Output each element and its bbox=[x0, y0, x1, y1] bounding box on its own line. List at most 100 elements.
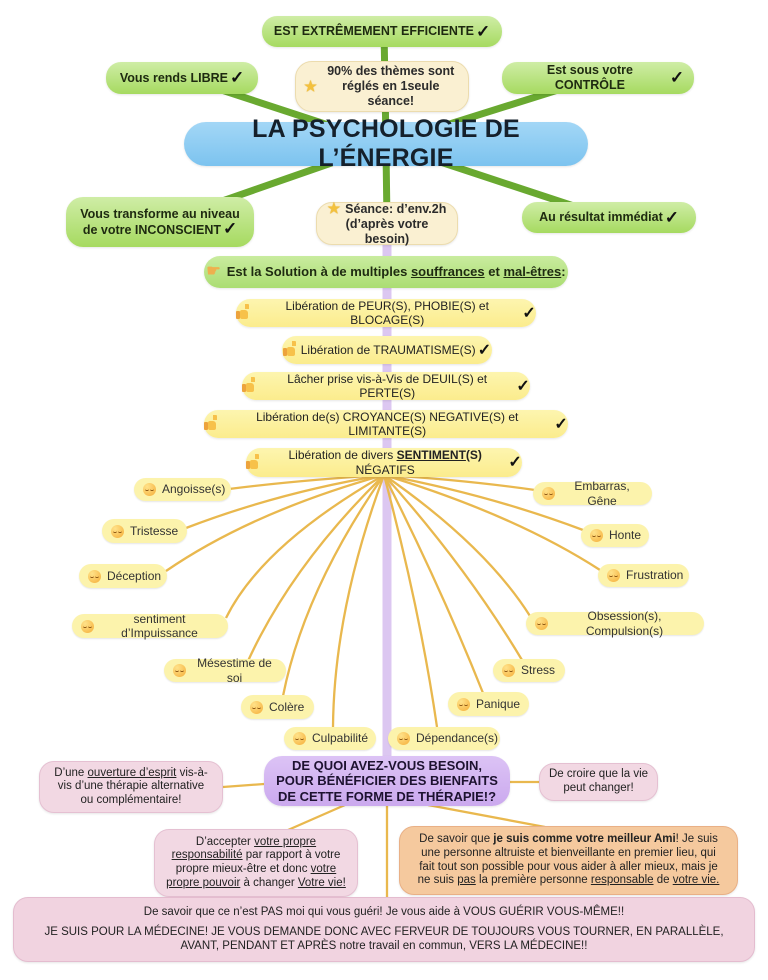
emotion-bubble: Panique bbox=[448, 692, 529, 716]
star-icon: ★ bbox=[327, 200, 341, 217]
note-seance-line1: ★Séance: d’env.2h bbox=[327, 200, 447, 217]
sad-face-icon bbox=[173, 664, 186, 677]
emotion-bubble: Déception bbox=[79, 564, 167, 588]
branch-inconscient: Vous transforme au niveau de votre INCON… bbox=[66, 197, 254, 247]
pointing-hand-icon: ☛ bbox=[206, 263, 221, 280]
emotion-label: Angoisse(s) bbox=[162, 482, 226, 497]
emotion-label: Honte bbox=[609, 528, 642, 543]
medicine-disclaimer-p1: De savoir que ce n’est PAS moi qui vous … bbox=[143, 905, 625, 918]
check-icon: ✓ bbox=[508, 453, 522, 472]
benefit-bubble-croyance: Libération de(s) CROYANCE(S) NEGATIVE(S)… bbox=[204, 410, 568, 438]
emotion-label: Obsession(s), Compulsion(s) bbox=[585, 609, 664, 638]
emotion-bubble: Mésestime de soi bbox=[164, 656, 286, 685]
sad-face-icon bbox=[590, 529, 603, 542]
check-icon: ✓ bbox=[522, 303, 536, 322]
benefit-label: Libération de TRAUMATISME(S) bbox=[300, 342, 476, 357]
check-icon: ✓ bbox=[669, 68, 684, 88]
note-seance: ★Séance: d’env.2h (d’après votre besoin) bbox=[316, 200, 458, 246]
medicine-disclaimer: De savoir que ce n’est PAS moi qui vous … bbox=[13, 897, 755, 962]
emotion-label: Stress bbox=[521, 663, 556, 678]
emotion-bubble: Angoisse(s) bbox=[134, 478, 231, 501]
check-icon: ✓ bbox=[223, 218, 238, 238]
emotion-label: Déception bbox=[107, 568, 162, 583]
emotion-label: Mésestime de soi bbox=[197, 656, 272, 685]
need-open-mind: D’une ouverture d’esprit vis-à-vis d’une… bbox=[39, 761, 223, 813]
sad-face-icon bbox=[457, 697, 470, 711]
emotion-label: Tristesse bbox=[130, 523, 179, 538]
emotion-label: Panique bbox=[476, 696, 521, 711]
emotion-label: Frustration bbox=[626, 568, 684, 583]
emotion-label: Embarras, Gêne bbox=[574, 479, 630, 508]
sad-face-icon bbox=[542, 487, 555, 500]
need-best-friend: De savoir que je suis comme votre meille… bbox=[399, 826, 738, 895]
sad-face-icon bbox=[143, 483, 156, 496]
thumbs-up-icon bbox=[246, 457, 258, 469]
needs-question-label: DE QUOI AVEZ-VOUS BESOIN, POUR BÉNÉFICIE… bbox=[276, 758, 498, 804]
branch-libre-label: Vous rends LIBRE bbox=[119, 70, 228, 85]
benefit-bubble-sentiments: Libération de divers SENTIMENT(S) NÉGATI… bbox=[246, 448, 522, 477]
emotion-label: Culpabilité bbox=[312, 731, 369, 746]
need-open-mind-label: D’une ouverture d’esprit vis-à-vis d’une… bbox=[54, 766, 208, 806]
benefit-label: Lâcher prise vis-à-Vis de DEUIL(S) et PE… bbox=[287, 371, 488, 400]
benefit-label: Libération de PEUR(S), PHOBIE(S) et BLOC… bbox=[285, 298, 489, 327]
sad-face-icon bbox=[502, 664, 515, 677]
branch-libre: Vous rends LIBRE✓ bbox=[106, 62, 258, 94]
need-responsibility-label: D’accepter votre propre responsabilité p… bbox=[166, 835, 346, 889]
emotion-bubble: Stress bbox=[493, 659, 565, 682]
branch-controle-label: Est sous votre CONTRÔLE bbox=[546, 63, 633, 92]
sad-face-icon bbox=[111, 524, 124, 538]
check-icon: ✓ bbox=[664, 207, 679, 227]
thumbs-up-icon bbox=[204, 418, 216, 430]
emotion-bubble: Frustration bbox=[598, 564, 689, 587]
emotion-label: Colère bbox=[269, 699, 305, 714]
check-icon: ✓ bbox=[554, 414, 568, 433]
check-icon: ✓ bbox=[516, 376, 530, 395]
check-icon: ✓ bbox=[477, 340, 492, 359]
root-title: LA PSYCHOLOGIE DE L’ÉNERGIE bbox=[252, 114, 520, 173]
emotion-label: sentiment d’Impuissance bbox=[121, 611, 198, 640]
thumbs-up-icon bbox=[236, 307, 248, 319]
branch-resultat-label: Au résultat immédiat bbox=[539, 210, 663, 225]
note-stats-label: 90% des thèmes sont réglés en 1seule séa… bbox=[327, 64, 455, 108]
sad-face-icon bbox=[535, 617, 548, 630]
benefit-bubble-deuil: Lâcher prise vis-à-Vis de DEUIL(S) et PE… bbox=[242, 372, 530, 400]
sad-face-icon bbox=[397, 732, 410, 745]
need-believe: De croire que la vie peut changer! bbox=[539, 763, 658, 801]
emotion-bubble: Dépendance(s) bbox=[388, 727, 500, 750]
sad-face-icon bbox=[607, 569, 620, 582]
thumbs-up-icon bbox=[282, 344, 295, 356]
emotion-bubble: Embarras, Gêne bbox=[533, 479, 652, 508]
check-icon: ✓ bbox=[475, 21, 491, 41]
gold-needs-lines bbox=[222, 780, 546, 898]
need-responsibility: D’accepter votre propre responsabilité p… bbox=[154, 829, 358, 897]
medicine-disclaimer-p2: JE SUIS POUR LA MÉDECINE! JE VOUS DEMAND… bbox=[44, 926, 724, 952]
solution-header: ☛ Est la Solution à de multiples souffra… bbox=[204, 256, 568, 288]
gold-fan-lines bbox=[165, 473, 601, 728]
benefit-label: Libération de(s) CROYANCE(S) NEGATIVE(S)… bbox=[256, 409, 519, 438]
branch-efficiente-label: EST EXTRÊMEMENT EFFICIENTE bbox=[273, 24, 474, 39]
emotion-bubble: Obsession(s), Compulsion(s) bbox=[526, 609, 704, 638]
sad-face-icon bbox=[81, 619, 94, 633]
star-icon: ★ bbox=[304, 78, 317, 95]
branch-inconscient-label: Vous transforme au niveau de votre INCON… bbox=[80, 206, 240, 238]
root-node: LA PSYCHOLOGIE DE L’ÉNERGIE bbox=[184, 115, 588, 172]
benefit-bubble-peur: Libération de PEUR(S), PHOBIE(S) et BLOC… bbox=[236, 299, 536, 327]
sad-face-icon bbox=[250, 700, 263, 714]
solution-header-label: Est la Solution à de multiples souffranc… bbox=[226, 264, 566, 280]
emotion-bubble: sentiment d’Impuissance bbox=[72, 611, 228, 640]
need-best-friend-label: De savoir que je suis comme votre meille… bbox=[417, 833, 720, 887]
sad-face-icon bbox=[88, 569, 101, 583]
thumbs-up-icon bbox=[242, 380, 254, 392]
branch-controle: Est sous votre CONTRÔLE ✓ bbox=[502, 62, 694, 94]
check-icon: ✓ bbox=[229, 68, 245, 88]
note-stats: ★ 90% des thèmes sont réglés en 1seule s… bbox=[295, 61, 469, 112]
emotion-bubble: Culpabilité bbox=[284, 727, 376, 750]
branch-resultat: Au résultat immédiat✓ bbox=[522, 202, 696, 233]
emotion-bubble: Honte bbox=[581, 524, 649, 547]
benefit-label: Libération de divers SENTIMENT(S) NÉGATI… bbox=[288, 448, 482, 477]
benefit-bubble-traumatisme: Libération de TRAUMATISME(S)✓ bbox=[282, 336, 492, 364]
emotion-bubble: Tristesse bbox=[102, 519, 187, 543]
need-believe-label: De croire que la vie peut changer! bbox=[548, 768, 649, 794]
needs-question: DE QUOI AVEZ-VOUS BESOIN, POUR BÉNÉFICIE… bbox=[264, 756, 510, 806]
